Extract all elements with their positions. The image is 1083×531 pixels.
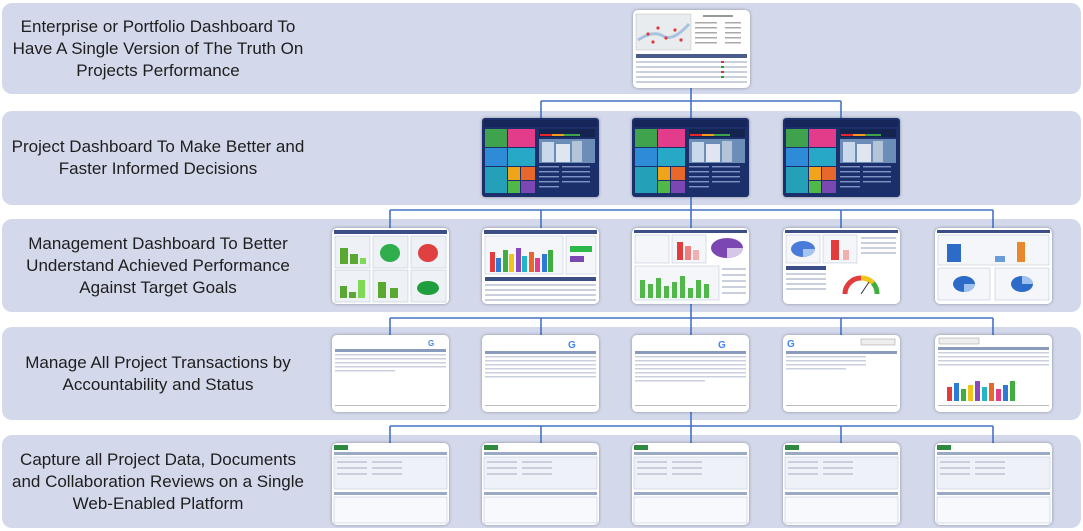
transaction-log-thumbnail[interactable] xyxy=(935,335,1052,412)
project-dashboard-thumbnail[interactable] xyxy=(482,118,599,197)
management-dashboard-thumbnail[interactable] xyxy=(482,228,599,304)
management-dashboard-thumbnail[interactable] xyxy=(332,228,449,304)
transaction-log-thumbnail[interactable]: G xyxy=(783,335,900,412)
project-dashboard-thumbnail[interactable] xyxy=(783,118,900,197)
portfolio-dashboard-thumbnail[interactable] xyxy=(633,10,750,88)
project-dashboard-thumbnail[interactable] xyxy=(632,118,749,197)
transaction-log-thumbnail[interactable]: G xyxy=(632,335,749,412)
web-form-thumbnail[interactable] xyxy=(332,443,449,525)
svg-text:G: G xyxy=(568,340,576,351)
tier-band-management: Management Dashboard To Better Understan… xyxy=(2,219,1081,312)
svg-text:G: G xyxy=(718,340,726,351)
web-form-thumbnail[interactable] xyxy=(783,443,900,525)
transaction-log-thumbnail[interactable]: G xyxy=(482,335,599,412)
web-form-thumbnail[interactable] xyxy=(482,443,599,525)
web-form-thumbnail[interactable] xyxy=(935,443,1052,525)
web-form-thumbnail[interactable] xyxy=(632,443,749,525)
management-dashboard-thumbnail[interactable] xyxy=(783,228,900,304)
management-dashboard-thumbnail[interactable] xyxy=(935,228,1052,304)
management-dashboard-thumbnail[interactable] xyxy=(632,228,749,304)
tier-label-project: Project Dashboard To Make Better and Fas… xyxy=(11,137,305,178)
tier-label-capture: Capture all Project Data, Documents and … xyxy=(11,449,304,513)
tier-label-management: Management Dashboard To Better Understan… xyxy=(26,233,290,297)
svg-text:G: G xyxy=(787,339,795,350)
transaction-log-thumbnail[interactable]: G xyxy=(332,335,449,412)
tier-label-transactions: Manage All Project Transactions by Accou… xyxy=(25,352,291,394)
svg-text:G: G xyxy=(428,339,434,348)
tier-band-portfolio: Enterprise or Portfolio Dashboard To Hav… xyxy=(2,3,1081,94)
tier-label-portfolio: Enterprise or Portfolio Dashboard To Hav… xyxy=(12,16,304,80)
